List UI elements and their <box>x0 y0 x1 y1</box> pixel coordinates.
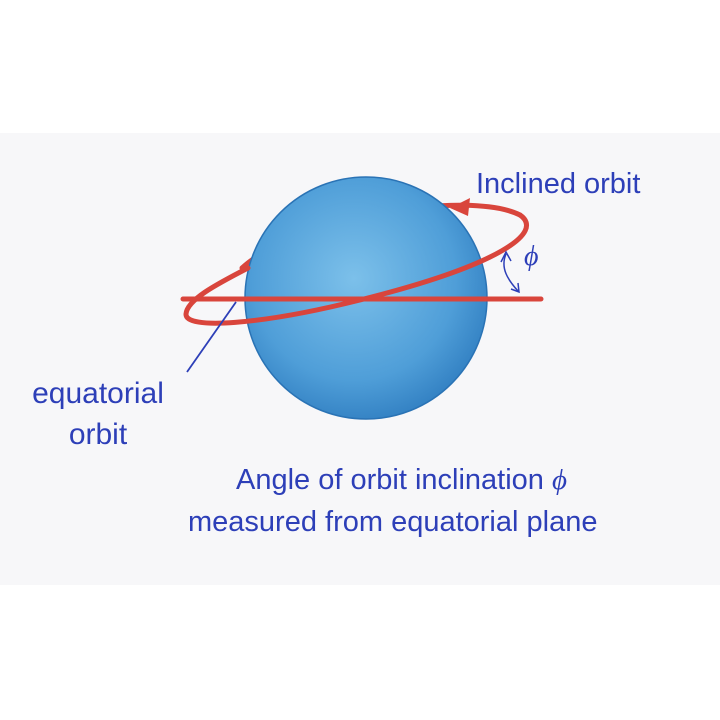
caption-line-2: measured from equatorial plane <box>188 506 598 538</box>
inclined-orbit-label: Inclined orbit <box>476 168 641 200</box>
caption-phi-symbol: ϕ <box>551 464 567 496</box>
angle-indicator-arrow <box>503 253 519 292</box>
phi-symbol-label: ϕ <box>524 241 539 272</box>
angle-arrow-bottom-head <box>510 282 520 294</box>
inclined-orbit-front <box>183 212 529 326</box>
angle-arrow-top-head <box>500 250 512 263</box>
equatorial-orbit-label: equatorial orbit <box>32 377 164 451</box>
equatorial-pointer-line <box>186 301 237 373</box>
orbit-direction-arrow <box>450 198 470 216</box>
caption-text-1: Angle of orbit inclination <box>236 464 544 496</box>
caption-line-1: Angle of orbit inclination ϕ <box>236 466 567 495</box>
